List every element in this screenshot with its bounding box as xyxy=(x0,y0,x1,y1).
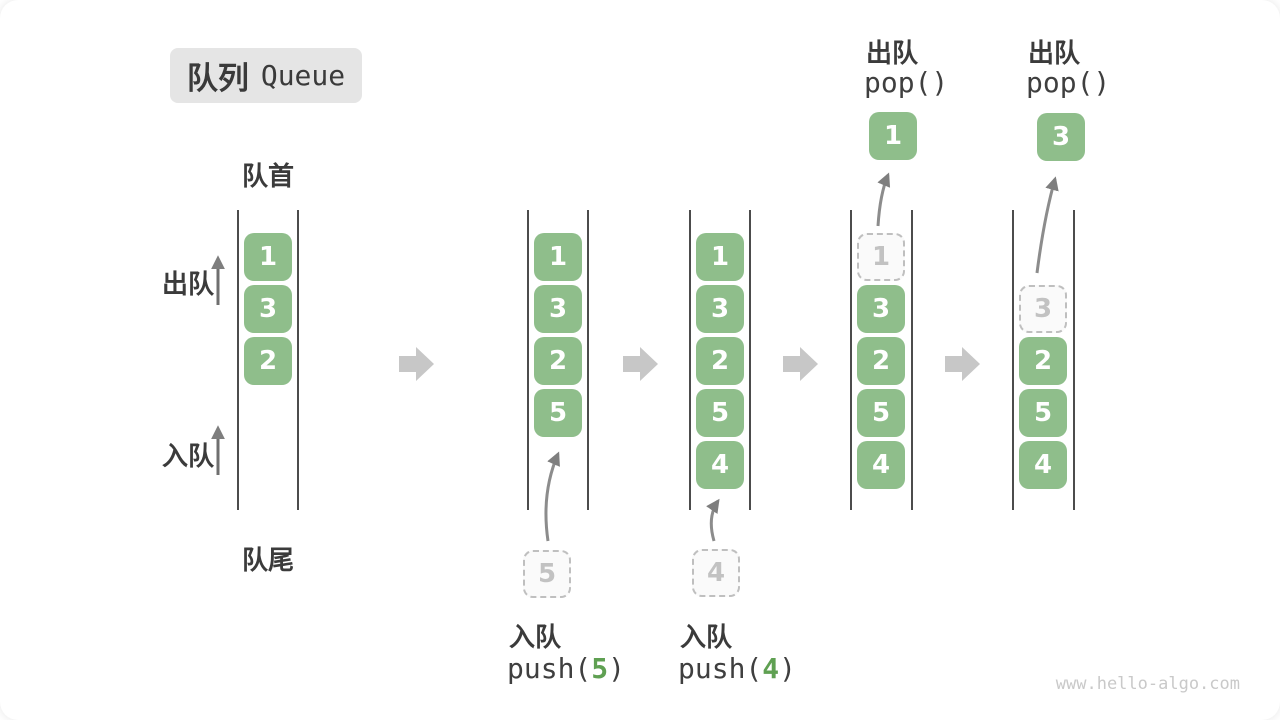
push4-code-prefix: push( xyxy=(678,652,763,685)
transition-arrow-icon xyxy=(399,347,434,381)
queue-wall xyxy=(527,210,529,510)
queue-element: 4 xyxy=(1019,441,1067,489)
removed-element-ghost: 3 xyxy=(1019,285,1067,333)
push5-code: push(5) xyxy=(507,652,625,685)
transition-arrow-icon xyxy=(623,347,658,381)
queue-element: 5 xyxy=(696,389,744,437)
push4-code: push(4) xyxy=(678,652,796,685)
dequeue-side-label: 出队 xyxy=(162,270,215,300)
queue-element: 2 xyxy=(857,337,905,385)
queue-wall xyxy=(297,210,299,510)
queue-rear-label: 队尾 xyxy=(241,546,294,576)
title-zh: 队列 xyxy=(186,61,249,97)
queue-element: 3 xyxy=(696,285,744,333)
queue-wall xyxy=(1012,210,1014,510)
push4-label-zh: 入队 xyxy=(680,623,733,653)
title-badge: 队列 Queue xyxy=(170,48,362,103)
queue-element: 2 xyxy=(244,337,292,385)
enqueue-side-label: 入队 xyxy=(162,442,215,472)
queue-element: 1 xyxy=(696,233,744,281)
popped-element: 1 xyxy=(869,112,917,160)
push5-code-arg: 5 xyxy=(591,652,609,685)
push4-arrow-icon xyxy=(706,498,720,542)
queue-element: 2 xyxy=(1019,337,1067,385)
queue-element: 5 xyxy=(534,389,582,437)
queue-element: 3 xyxy=(534,285,582,333)
push5-code-prefix: push( xyxy=(507,652,592,685)
queue-wall xyxy=(237,210,239,510)
removed-element-ghost: 1 xyxy=(857,233,905,281)
queue-element: 1 xyxy=(534,233,582,281)
queue-element: 2 xyxy=(534,337,582,385)
incoming-element-ghost: 5 xyxy=(523,550,571,598)
push4-code-suffix: ) xyxy=(779,652,797,685)
title-en: Queue xyxy=(260,59,346,92)
queue-element: 5 xyxy=(857,389,905,437)
pop1-arrow-icon xyxy=(876,172,891,227)
queue-element: 3 xyxy=(244,285,292,333)
queue-wall xyxy=(689,210,691,510)
pop2-label-zh: 出队 xyxy=(1028,39,1081,69)
queue-wall xyxy=(749,210,751,510)
push5-arrow-icon xyxy=(544,451,560,542)
pop1-label-zh: 出队 xyxy=(866,39,919,69)
queue-element: 3 xyxy=(857,285,905,333)
queue-element: 2 xyxy=(696,337,744,385)
push4-code-arg: 4 xyxy=(762,652,780,685)
pop3-arrow-icon xyxy=(1035,176,1059,274)
queue-front-label: 队首 xyxy=(241,162,294,192)
pop2-code: pop() xyxy=(1026,66,1111,99)
transition-arrow-icon xyxy=(783,347,818,381)
queue-wall xyxy=(850,210,852,510)
queue-element: 5 xyxy=(1019,389,1067,437)
queue-wall xyxy=(911,210,913,510)
queue-wall xyxy=(587,210,589,510)
queue-element: 1 xyxy=(244,233,292,281)
transition-arrow-icon xyxy=(945,347,980,381)
popped-element: 3 xyxy=(1037,113,1085,161)
incoming-element-ghost: 4 xyxy=(692,549,740,597)
push5-code-suffix: ) xyxy=(608,652,626,685)
push5-label-zh: 入队 xyxy=(509,623,562,653)
queue-element: 4 xyxy=(857,441,905,489)
pop1-code: pop() xyxy=(864,66,949,99)
watermark: www.hello-algo.com xyxy=(1055,674,1240,694)
queue-element: 4 xyxy=(696,441,744,489)
queue-wall xyxy=(1073,210,1075,510)
